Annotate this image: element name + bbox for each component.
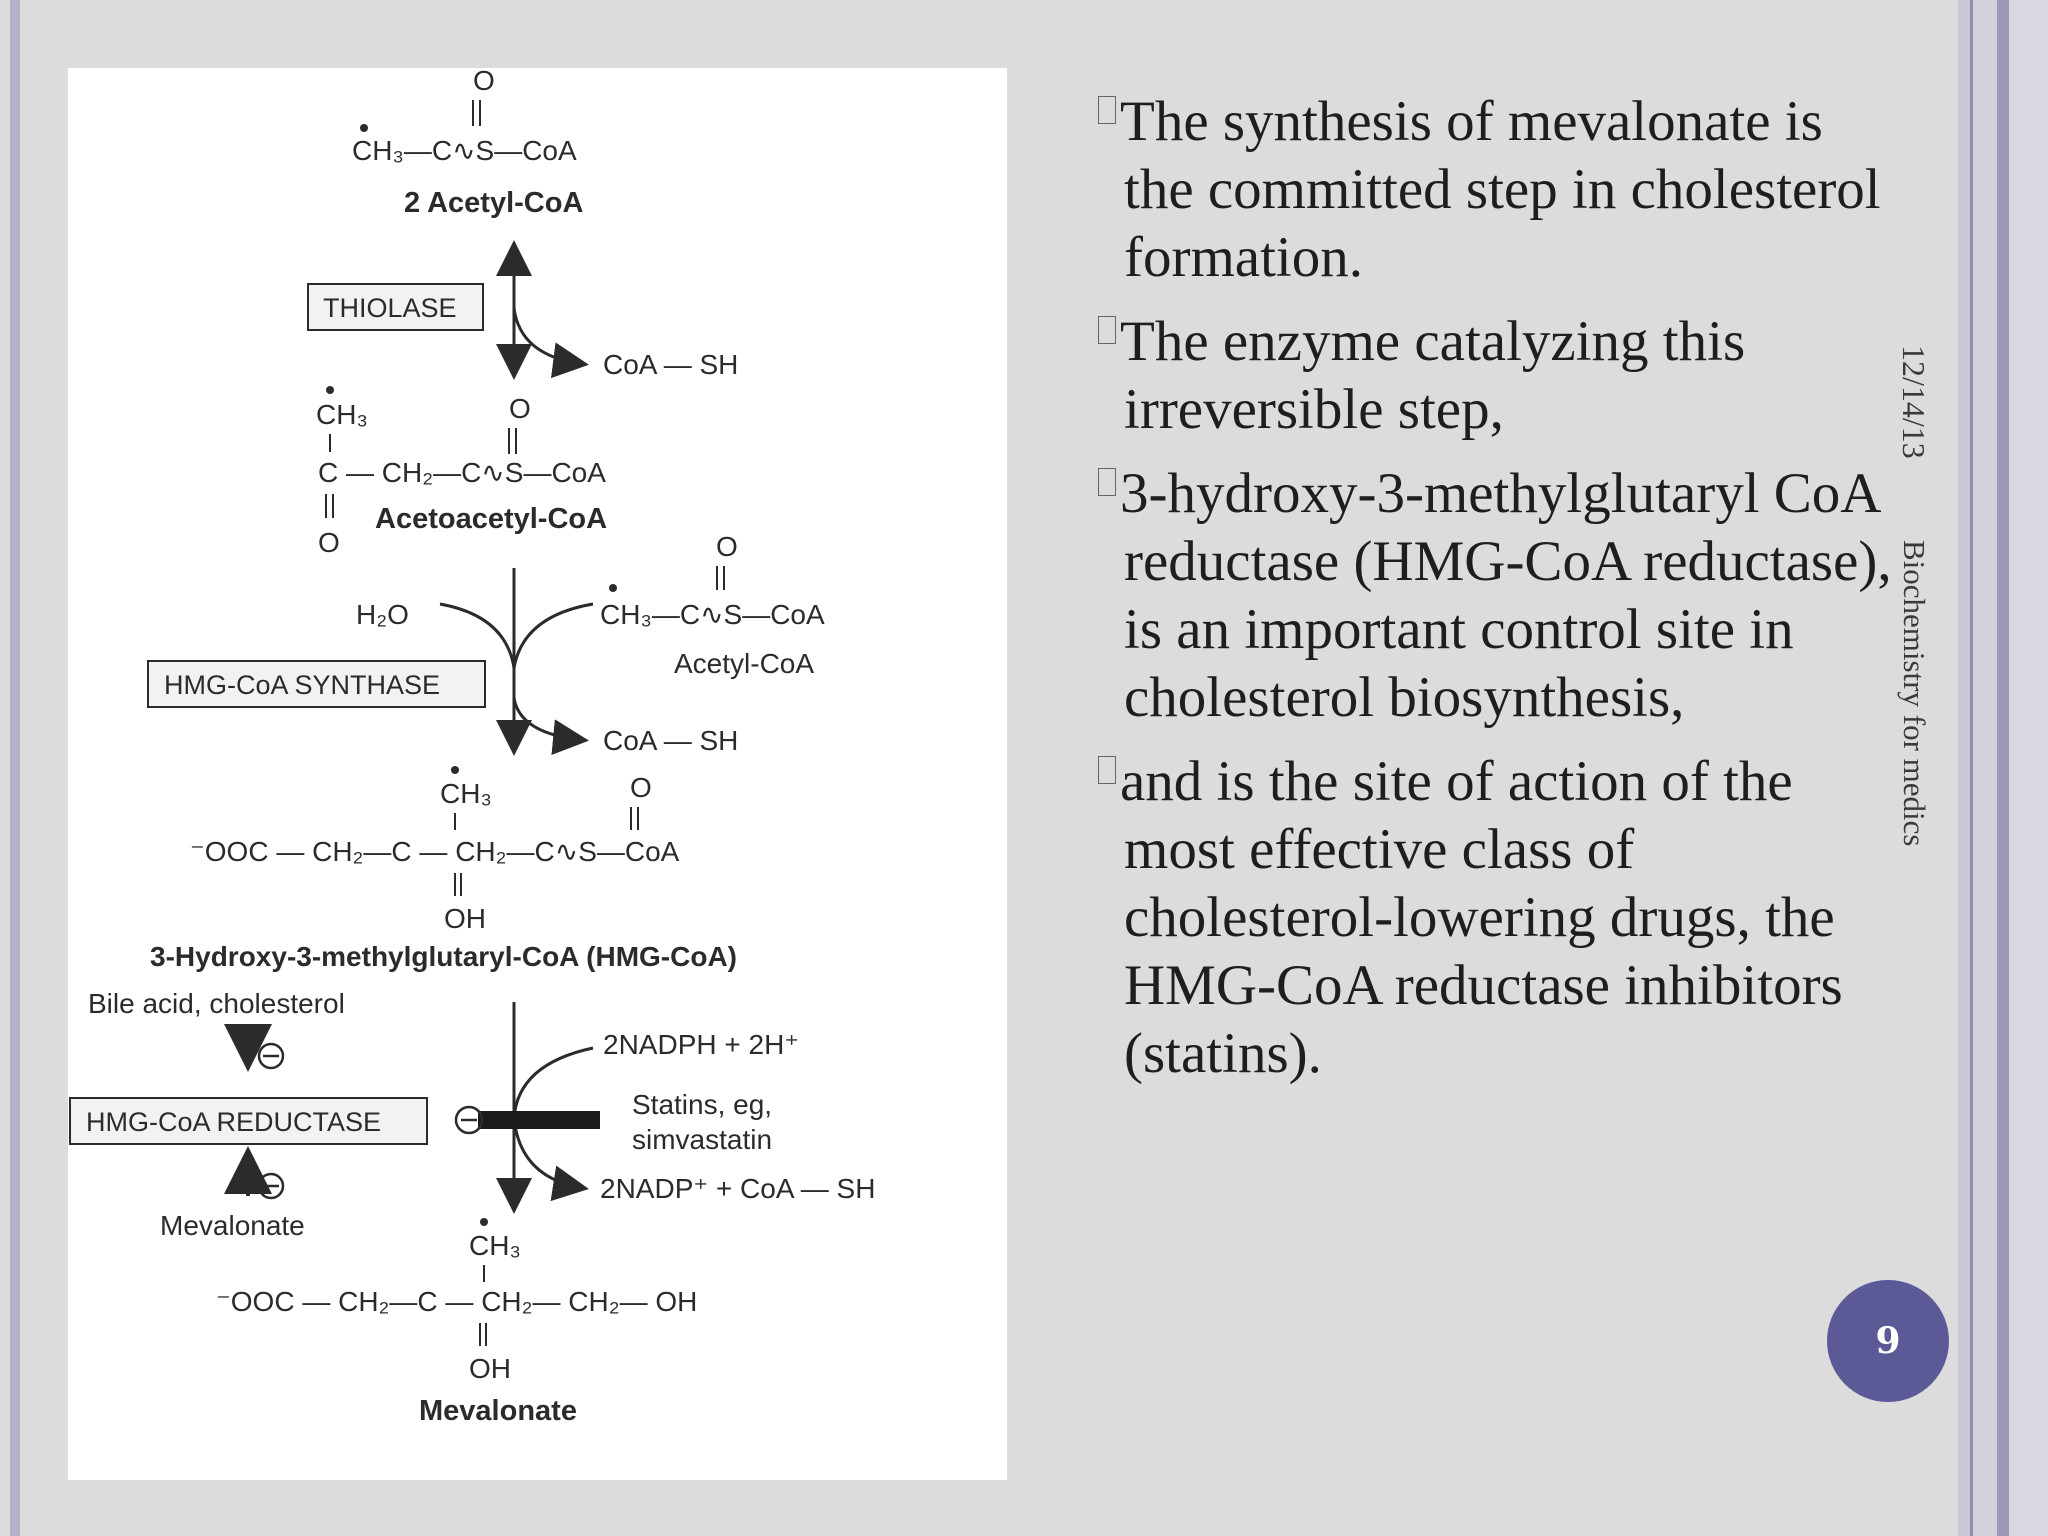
nadph-in-arrow [512, 1046, 594, 1119]
hmg-oh: OH [444, 903, 486, 934]
bullet-list: The synthesis of mevalonate is the commi… [1098, 88, 1898, 1104]
bile-acid-inhibit-icon [257, 1042, 285, 1070]
acetyl-side-oxygen: O [716, 531, 738, 562]
bullet-box-icon [1098, 316, 1116, 344]
statin-inhibit-icon [454, 1105, 484, 1135]
acetoacetyl-oxygen: O [509, 393, 531, 424]
hmg-oxygen: O [630, 772, 652, 803]
acetoacetyl-ch3: CH₃ [316, 399, 368, 430]
acetoacetyl-dot [326, 386, 334, 394]
mevalonate-inhibit-icon [257, 1172, 285, 1200]
bullet-item: The synthesis of mevalonate is the commi… [1098, 88, 1898, 292]
water-label: H₂O [356, 599, 409, 630]
bullet-text: The enzyme catalyzing this irreversible … [1120, 310, 1746, 441]
left-frame-stripe [10, 0, 20, 1536]
statins-label-line2: simvastatin [632, 1124, 772, 1155]
right-frame-band-dark [1997, 0, 2009, 1536]
bullet-text: 3-hydroxy-3-methylglutaryl CoA reductase… [1120, 462, 1892, 729]
acetoacetyl-keto-oxygen: O [318, 527, 340, 558]
nadph-label: 2NADPH + 2H⁺ [603, 1029, 799, 1060]
bullet-box-icon [1098, 468, 1116, 496]
statin-block-bar [478, 1111, 600, 1129]
acetoacetyl-coa-label: Acetoacetyl-CoA [375, 503, 607, 535]
acetoacetyl-formula: C — CH₂—C∿S—CoA [318, 457, 606, 488]
nadp-out-arrow [512, 1117, 589, 1202]
mevalonate-ch3: CH₃ [469, 1230, 521, 1261]
hmg-coa-synthase-label: HMG-CoA SYNTHASE [164, 670, 440, 700]
water-in-arrow [439, 602, 516, 669]
page-number-badge: 9 [1827, 1280, 1949, 1402]
hmg-coa-reductase-label: HMG-CoA REDUCTASE [86, 1107, 381, 1137]
acetyl-side-formula: CH₃—C∿S—CoA [600, 599, 825, 630]
bile-acid-label: Bile acid, cholesterol [88, 988, 345, 1019]
mevalonate-oh: OH [469, 1353, 511, 1384]
slide-course-title: Biochemistry for medics [1897, 540, 1932, 847]
nadp-label: 2NADP⁺ + CoA — SH [600, 1173, 875, 1204]
acetyl-label-dot [360, 124, 368, 132]
coa-sh-1: CoA — SH [603, 349, 738, 380]
bullet-item: and is the site of action of the most ef… [1098, 748, 1898, 1088]
thiolase-label: THIOLASE [323, 293, 457, 323]
synthase-side-arrow [512, 697, 589, 756]
hmg-coa-reductase-box [69, 1097, 428, 1145]
acetyl-formula: CH₃—C∿S—CoA [352, 135, 577, 166]
thiolase-box [307, 283, 484, 331]
hmg-dot [451, 766, 459, 774]
statins-label-line1: Statins, eg, [632, 1089, 772, 1120]
mevalonate-feedback-label: Mevalonate [160, 1210, 305, 1241]
bullet-item: 3-hydroxy-3-methylglutaryl CoA reductase… [1098, 460, 1898, 732]
thiolase-side-arrow [512, 307, 589, 379]
acetyl-side-label: Acetyl-CoA [674, 648, 814, 679]
acetyl-oxygen: O [473, 68, 495, 96]
bullet-text: and is the site of action of the most ef… [1120, 750, 1843, 1085]
bullet-box-icon [1098, 756, 1116, 784]
hmg-coa-label: 3-Hydroxy-3-methylglutaryl-CoA (HMG-CoA) [150, 941, 737, 972]
slide-date: 12/14/13 [1896, 345, 1932, 459]
bullet-text: The synthesis of mevalonate is the commi… [1120, 90, 1881, 289]
acetyl-coa-label: 2 Acetyl-CoA [404, 187, 583, 219]
hmg-coa-synthase-box [147, 660, 486, 708]
right-frame-band [1958, 0, 1970, 1536]
bullet-box-icon [1098, 96, 1116, 124]
pathway-diagram: O CH₃—C∿S—CoA 2 Acetyl-CoA THIOLASE CoA … [68, 68, 1007, 1480]
mevalonate-label: Mevalonate [419, 1395, 577, 1427]
acetyl-side-dot [609, 584, 617, 592]
acetyl-in-arrow [512, 602, 594, 669]
right-frame-line [1970, 0, 1973, 1536]
pathway-svg: O CH₃—C∿S—CoA 2 Acetyl-CoA THIOLASE CoA … [69, 68, 875, 1427]
mevalonate-formula: ⁻OOC — CH₂—C — CH₂— CH₂— OH [216, 1286, 697, 1317]
hmg-ch3: CH₃ [440, 778, 492, 809]
bullet-item: The enzyme catalyzing this irreversible … [1098, 308, 1898, 444]
coa-sh-2: CoA — SH [603, 725, 738, 756]
right-frame-edge [2009, 0, 2048, 1536]
mevalonate-dot [480, 1218, 488, 1226]
right-frame-gap [1973, 0, 1997, 1536]
hmg-formula: ⁻OOC — CH₂—C — CH₂—C∿S—CoA [190, 836, 680, 867]
